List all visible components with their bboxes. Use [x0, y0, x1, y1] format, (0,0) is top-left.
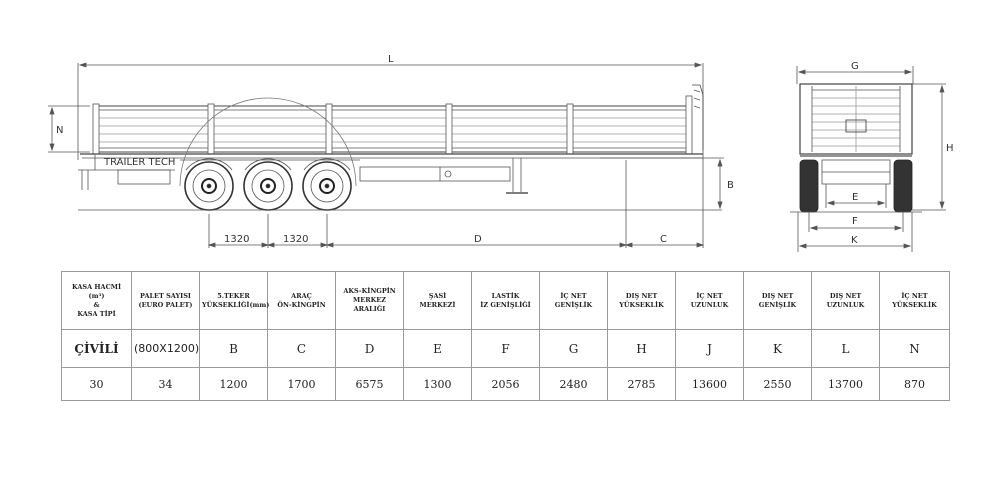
cell-letter-n: N — [879, 329, 950, 368]
header-dis-net-yukseklik: DIŞ NET YÜKSEKLİK — [607, 271, 676, 330]
header-line: İZ GENİŞLİĞİ — [480, 300, 531, 309]
header-line: KASA HACMİ (m³) — [71, 282, 122, 300]
value-palet-sayisi: 34 — [131, 367, 200, 401]
header-aks-kingpin: AKS-KİNGPİN MERKEZ ARALIĞI — [335, 271, 404, 330]
header-line: UZUNLUK — [690, 300, 729, 309]
dim-label-B: B — [727, 180, 734, 191]
table-letters-row: ÇİVİLİ (800X1200) B C D E F G H J K L N — [61, 329, 950, 368]
cell-palet-olcusu: (800X1200) — [131, 329, 200, 368]
specification-table: KASA HACMİ (m³) & KASA TİPİ PALET SAYISI… — [61, 271, 950, 401]
cell-letter-e: E — [403, 329, 472, 368]
value-kasa-hacmi: 30 — [61, 367, 132, 401]
plate-text: TRAILER TECH — [103, 157, 175, 168]
header-line: DIŞ NET — [761, 291, 794, 300]
cell-letter-l: L — [811, 329, 880, 368]
header-lastik-iz: LASTİK İZ GENİŞLİĞİ — [471, 271, 540, 330]
header-dis-net-genislik: DIŞ NET GENİŞLİK — [743, 271, 812, 330]
value-n: 870 — [879, 367, 950, 401]
cell-letter-k: K — [743, 329, 812, 368]
header-line: AKS-KİNGPİN — [343, 287, 396, 295]
dim-label-F: F — [852, 216, 858, 227]
header-line: LASTİK — [491, 291, 520, 300]
dim-label-C: C — [660, 234, 667, 245]
axle-wheel-1 — [184, 161, 234, 211]
dim-label-G: G — [851, 61, 859, 72]
header-line: ŞASİ — [428, 291, 447, 300]
header-arac-on-kingpin: ARAÇ ÖN-KİNGPİN — [267, 271, 336, 330]
header-line: UZUNLUK — [826, 300, 865, 309]
cell-letter-d: D — [335, 329, 404, 368]
table-header-row: KASA HACMİ (m³) & KASA TİPİ PALET SAYISI… — [61, 271, 950, 330]
cell-letter-f: F — [471, 329, 540, 368]
cell-letter-b: B — [199, 329, 268, 368]
header-line: DIŞ NET — [829, 291, 862, 300]
header-line: DIŞ NET — [625, 291, 658, 300]
dim-label-K: K — [851, 235, 858, 246]
header-line: MERKEZİ — [419, 300, 456, 309]
value-l: 13700 — [811, 367, 880, 401]
cell-letter-c: C — [267, 329, 336, 368]
header-line: GENİŞLİK — [758, 300, 797, 309]
header-dis-net-uzunluk: DIŞ NET UZUNLUK — [811, 271, 880, 330]
cell-kasa-tipi: ÇİVİLİ — [61, 329, 132, 368]
header-line: ÖN-KİNGPİN — [277, 300, 326, 309]
dim-label-D: D — [474, 234, 482, 245]
value-k: 2550 — [743, 367, 812, 401]
header-ic-net-uzunluk: İÇ NET UZUNLUK — [675, 271, 744, 330]
header-line: ARAÇ — [291, 291, 312, 300]
trailer-technical-drawing: TRAILER TECH — [48, 54, 954, 252]
dim-label-L: L — [388, 54, 394, 65]
header-line: YÜKSEKLİK — [619, 300, 664, 309]
value-j: 13600 — [675, 367, 744, 401]
header-line: MERKEZ ARALIĞI — [353, 296, 386, 313]
header-ic-net-yukseklik: İÇ NET YÜKSEKLİK — [879, 271, 950, 330]
value-b: 1200 — [199, 367, 268, 401]
value-h: 2785 — [607, 367, 676, 401]
header-line: İÇ NET — [901, 291, 928, 300]
header-line: GENİŞLİK — [554, 300, 593, 309]
header-line: YÜKSEKLİK — [892, 300, 937, 309]
header-teker-yuksekligi: 5.TEKER YÜKSEKLİĞİ(mm) — [199, 271, 270, 330]
header-line: İÇ NET — [560, 291, 587, 300]
side-view: TRAILER TECH — [48, 62, 724, 248]
value-c: 1700 — [267, 367, 336, 401]
header-sasi-merkezi: ŞASİ MERKEZİ — [403, 271, 472, 330]
header-line: İÇ NET — [696, 291, 723, 300]
header-line: (EURO PALET) — [138, 300, 193, 309]
header-line: & — [93, 300, 100, 309]
dim-label-N: N — [56, 125, 63, 136]
value-d: 6575 — [335, 367, 404, 401]
header-line: PALET SAYISI — [140, 291, 191, 300]
header-ic-net-genislik: İÇ NET GENİŞLİK — [539, 271, 608, 330]
value-e: 1300 — [403, 367, 472, 401]
header-kasa-hacmi: KASA HACMİ (m³) & KASA TİPİ — [61, 271, 132, 330]
table-values-row: 30 34 1200 1700 6575 1300 2056 2480 2785… — [61, 367, 950, 401]
header-line: 5.TEKER — [217, 291, 250, 300]
axle-wheel-3 — [302, 161, 352, 211]
axle-wheel-2 — [243, 161, 293, 211]
rear-view — [790, 66, 946, 252]
value-f: 2056 — [471, 367, 540, 401]
dim-label-H: H — [946, 143, 954, 154]
header-palet-sayisi: PALET SAYISI (EURO PALET) — [131, 271, 200, 330]
dim-label-E: E — [852, 192, 858, 203]
header-line: YÜKSEKLİĞİ(mm) — [202, 300, 270, 309]
cell-letter-g: G — [539, 329, 608, 368]
dim-label-axle-spacing-2: 1320 — [283, 234, 308, 245]
header-line: KASA TİPİ — [77, 309, 116, 318]
value-g: 2480 — [539, 367, 608, 401]
cell-letter-j: J — [675, 329, 744, 368]
cell-letter-h: H — [607, 329, 676, 368]
dim-label-axle-spacing-1: 1320 — [224, 234, 249, 245]
